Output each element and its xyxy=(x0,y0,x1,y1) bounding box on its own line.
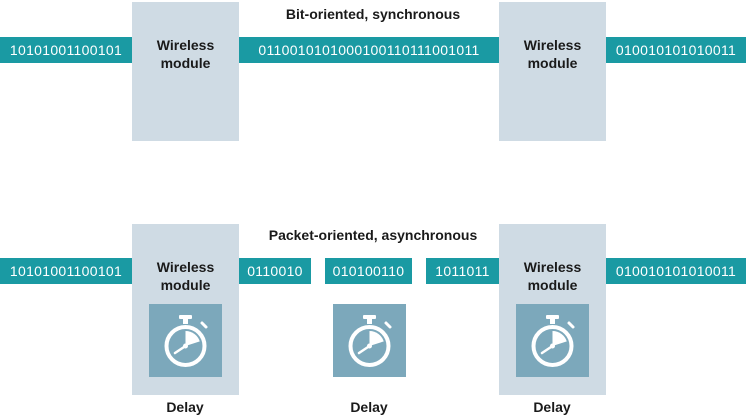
module-label-line1: Wireless xyxy=(523,37,582,53)
module-label-line2: module xyxy=(160,277,211,293)
module-label: Wireless module xyxy=(132,258,239,294)
module-label: Wireless module xyxy=(132,36,239,72)
top-heading: Bit-oriented, synchronous xyxy=(285,6,461,22)
delay-label-3: Delay xyxy=(533,399,571,415)
module-label-line2: module xyxy=(160,55,211,71)
module-label: Wireless module xyxy=(499,258,606,294)
stopwatch-icon-graphic xyxy=(531,315,575,367)
bottom-packet-2: 010100110 xyxy=(325,258,412,284)
module-label-line1: Wireless xyxy=(523,259,582,275)
module-label: Wireless module xyxy=(499,36,606,72)
delay-label-2: Delay xyxy=(350,399,388,415)
stopwatch-icon-graphic xyxy=(348,315,392,367)
module-label-line2: module xyxy=(527,55,578,71)
stopwatch-icon xyxy=(149,304,222,377)
top-bit-stream-2: 0110010101000100110111001011 xyxy=(239,37,499,63)
top-bit-stream-3: 010010101010011 xyxy=(606,37,746,63)
bottom-bit-stream-2: 010010101010011 xyxy=(606,258,746,284)
bottom-packet-1: 0110010 xyxy=(239,258,311,284)
bottom-bit-stream-1: 10101001100101 xyxy=(0,258,132,284)
bottom-heading: Packet-oriented, asynchronous xyxy=(268,227,478,243)
module-label-line1: Wireless xyxy=(156,259,215,275)
top-bit-stream-1: 10101001100101 xyxy=(0,37,132,63)
stopwatch-icon xyxy=(516,304,589,377)
top-wireless-module-1: Wireless module xyxy=(132,2,239,141)
delay-label-1: Delay xyxy=(166,399,204,415)
stopwatch-icon-graphic xyxy=(164,315,208,367)
top-wireless-module-2: Wireless module xyxy=(499,2,606,141)
stopwatch-icon xyxy=(333,304,406,377)
bottom-packet-3: 1011011 xyxy=(426,258,499,284)
module-label-line2: module xyxy=(527,277,578,293)
module-label-line1: Wireless xyxy=(156,37,215,53)
